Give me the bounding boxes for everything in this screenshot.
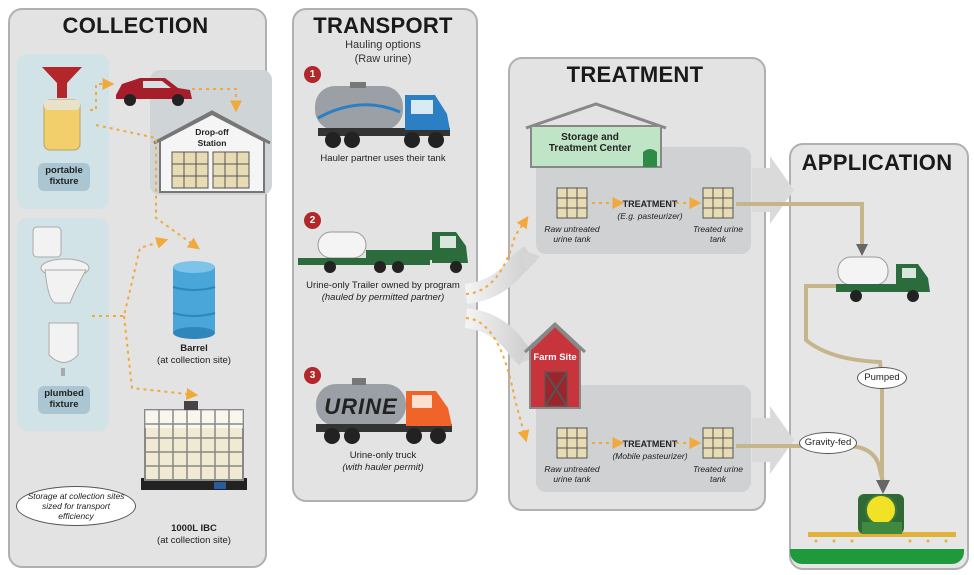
plumbed-fixture-text: plumbed fixture	[44, 388, 84, 410]
farm-name: Farm Site	[533, 352, 577, 363]
option-2-sublabel: (hauled by permitted partner)	[321, 292, 445, 303]
option-1-badge: 1	[304, 66, 321, 83]
trailer-truck-icon	[298, 231, 468, 273]
transport-sub2: (Raw urine)	[354, 53, 412, 65]
portable-fixture-text: portable fixture	[45, 165, 83, 187]
pumped-label: Pumped	[857, 367, 907, 389]
treatment-center-building-icon	[525, 102, 667, 168]
option-3-label: Urine-only truck	[349, 450, 417, 461]
ibc-tank-icon	[141, 401, 247, 490]
raw-tank-farm-icon	[556, 427, 588, 459]
funnel-jug-icon	[42, 67, 82, 151]
treatment-title: TREATMENT	[566, 62, 704, 87]
tanker-truck-1-icon	[315, 82, 450, 148]
urine-truck-text: URINE	[324, 394, 398, 419]
center-name: Storage and Treatment Center	[548, 132, 632, 154]
urine-truck-icon	[316, 378, 452, 444]
barrel-icon	[172, 261, 216, 339]
center-raw-tank-label: Raw untreated urine tank	[544, 224, 600, 244]
portable-fixture-label: portable fixture	[38, 163, 90, 191]
plumbed-fixture-label: plumbed fixture	[38, 386, 90, 414]
gravity-fed-label: Gravity-fed	[799, 432, 857, 454]
collection-title: COLLECTION	[62, 13, 209, 38]
car-icon	[116, 78, 192, 106]
center-method-label: (E.g. pasteurizer)	[617, 211, 683, 221]
dropoff-text: Drop-off Station	[195, 127, 229, 148]
farm-raw-tank-label: Raw untreated urine tank	[544, 464, 600, 484]
toilet-icon	[32, 226, 90, 304]
option-2-label: Urine-only Trailer owned by program	[306, 280, 460, 291]
transport-title: TRANSPORT	[313, 13, 453, 38]
dropoff-building-icon	[153, 110, 271, 193]
storage-note-text: Storage at collection sites sized for tr…	[27, 491, 125, 521]
barrel-name: Barrel	[180, 343, 208, 354]
center-treated-tank-label: Treated urine tank	[693, 224, 743, 244]
transport-sub1: Hauling options	[345, 39, 421, 51]
application-title: APPLICATION	[801, 150, 953, 175]
tractor-sprayer-icon	[808, 494, 956, 543]
barrel-sub: (at collection site)	[157, 355, 231, 366]
treated-tank-center-icon	[702, 187, 734, 219]
dropoff-label: Drop-off Station	[186, 127, 238, 149]
farm-treated-tank-label: Treated urine tank	[693, 464, 743, 484]
option-2-badge: 2	[304, 212, 321, 229]
farm-method-label: (Mobile pasteurizer)	[612, 451, 688, 461]
treated-tank-farm-icon	[702, 427, 734, 459]
farm-step-label: TREATMENT	[622, 439, 678, 449]
ibc-name: 1000L IBC	[171, 523, 217, 534]
option-3-badge: 3	[304, 367, 321, 384]
ibc-sub: (at collection site)	[157, 535, 231, 546]
application-truck-icon	[836, 256, 930, 302]
center-step-label: TREATMENT	[622, 199, 678, 209]
raw-tank-center-icon	[556, 187, 588, 219]
urinal-icon	[48, 322, 79, 376]
storage-note: Storage at collection sites sized for tr…	[16, 486, 136, 526]
farm-barn-icon	[523, 321, 587, 409]
option-1-label: Hauler partner uses their tank	[320, 153, 446, 164]
ground-strip	[790, 549, 964, 564]
option-3-sublabel: (with hauler permit)	[342, 462, 424, 473]
